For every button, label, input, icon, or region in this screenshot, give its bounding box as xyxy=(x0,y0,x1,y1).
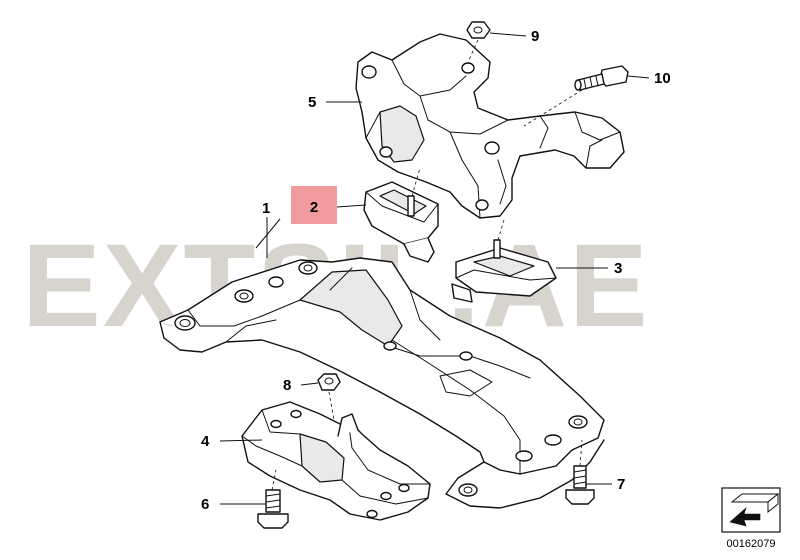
callout-8[interactable]: 8 xyxy=(283,377,291,394)
callout-3[interactable]: 3 xyxy=(614,260,622,277)
callout-label-8: 8 xyxy=(283,377,291,394)
part-5-transmission-bracket[interactable] xyxy=(355,33,625,219)
callout-6[interactable]: 6 xyxy=(201,496,209,513)
callout-10[interactable]: 10 xyxy=(654,70,671,87)
callout-9[interactable]: 9 xyxy=(531,28,539,45)
part-10-bolt[interactable] xyxy=(574,65,629,91)
callout-label-1: 1 xyxy=(262,200,270,217)
callout-label-6: 6 xyxy=(201,496,209,513)
callout-label-10: 10 xyxy=(654,70,671,87)
part-7-bolt[interactable] xyxy=(565,465,595,505)
part-9-nut[interactable] xyxy=(466,21,491,39)
callout-label-9: 9 xyxy=(531,28,539,45)
callout-2[interactable]: 2 xyxy=(310,199,318,216)
callout-label-7: 7 xyxy=(617,476,625,493)
callout-1[interactable]: 1 xyxy=(262,200,270,258)
part-3-mount[interactable] xyxy=(451,239,557,303)
part-1-crossmember[interactable] xyxy=(159,257,605,509)
callout-5[interactable]: 5 xyxy=(308,94,316,111)
arrow-reference-icon xyxy=(729,492,780,527)
reference-box: 00162079 xyxy=(721,487,781,550)
callout-label-4: 4 xyxy=(201,433,210,450)
callout-label-5: 5 xyxy=(308,94,316,111)
part-8-nut[interactable] xyxy=(317,373,341,391)
part-4-engine-mount[interactable] xyxy=(241,401,431,521)
reference-number: 00162079 xyxy=(727,538,776,550)
highlight-box-part-2 xyxy=(291,186,337,224)
callout-4[interactable]: 4 xyxy=(201,433,210,450)
callout-7[interactable]: 7 xyxy=(617,476,625,493)
part-2-transmission-mount[interactable] xyxy=(363,181,439,263)
callout-label-3: 3 xyxy=(614,260,622,277)
part-6-bolt[interactable] xyxy=(257,489,289,529)
callout-label-2: 2 xyxy=(310,199,318,216)
